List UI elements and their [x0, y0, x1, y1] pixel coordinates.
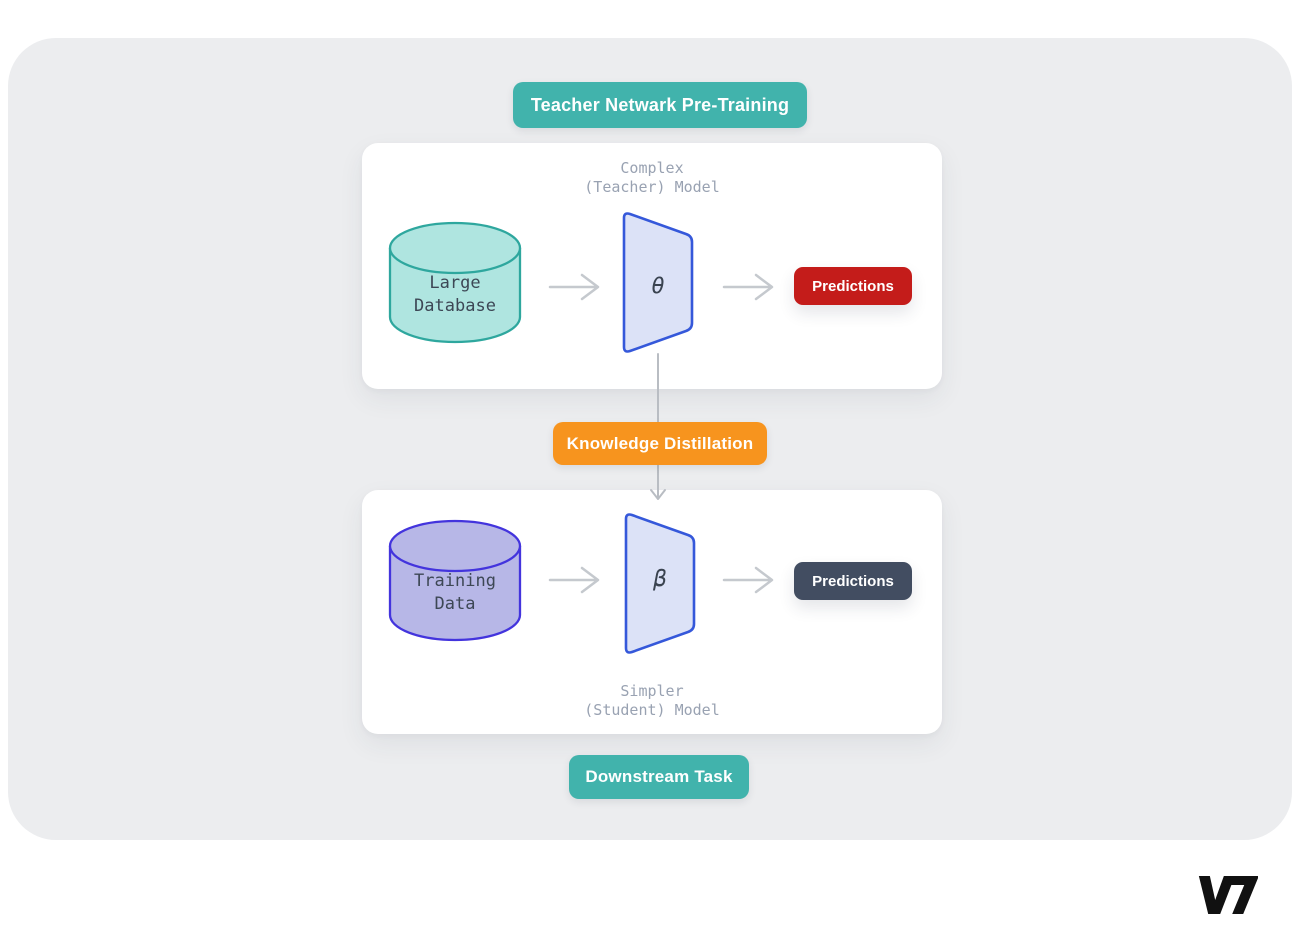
student-model-symbol: β	[653, 567, 667, 592]
arrow-right-icon	[548, 273, 600, 301]
teacher-model-title: Complex (Teacher) Model	[362, 159, 942, 197]
student-predictions-button: Predictions	[794, 562, 912, 600]
arrow-right-icon	[722, 566, 774, 594]
student-model-trapezoid	[624, 513, 696, 654]
training-data-label: Training Data	[385, 570, 525, 616]
training-data-label-line2: Data	[434, 594, 476, 614]
teacher-model-symbol: θ	[651, 274, 665, 299]
teacher-model-trapezoid	[622, 212, 694, 353]
student-model-title: Simpler (Student) Model	[362, 682, 942, 720]
v7-logo	[1198, 876, 1258, 914]
knowledge-distillation-badge: Knowledge Distillation	[553, 422, 767, 465]
arrow-right-icon	[722, 273, 774, 301]
database-cylinder-icon	[388, 221, 522, 344]
large-database-cylinder: Large Database	[385, 218, 525, 348]
downstream-task-badge: Downstream Task	[569, 755, 749, 799]
large-database-label-line1: Large	[429, 273, 481, 293]
student-card: Training Data β Predictions Simpler (Stu…	[362, 490, 942, 734]
database-cylinder-icon	[388, 519, 522, 642]
large-database-label: Large Database	[385, 272, 525, 318]
training-data-cylinder: Training Data	[385, 516, 525, 646]
large-database-label-line2: Database	[414, 296, 496, 316]
teacher-model-title-line2: (Teacher) Model	[584, 178, 720, 196]
teacher-model-title-line1: Complex	[620, 159, 684, 177]
teacher-predictions-button: Predictions	[794, 267, 912, 305]
teacher-pretraining-badge: Teacher Netwark Pre-Training	[513, 82, 807, 128]
student-model-title-line1: Simpler	[620, 682, 684, 700]
training-data-label-line1: Training	[414, 571, 496, 591]
teacher-card: Complex (Teacher) Model Large Database θ…	[362, 143, 942, 389]
arrow-right-icon	[548, 566, 600, 594]
student-model-title-line2: (Student) Model	[584, 701, 720, 719]
